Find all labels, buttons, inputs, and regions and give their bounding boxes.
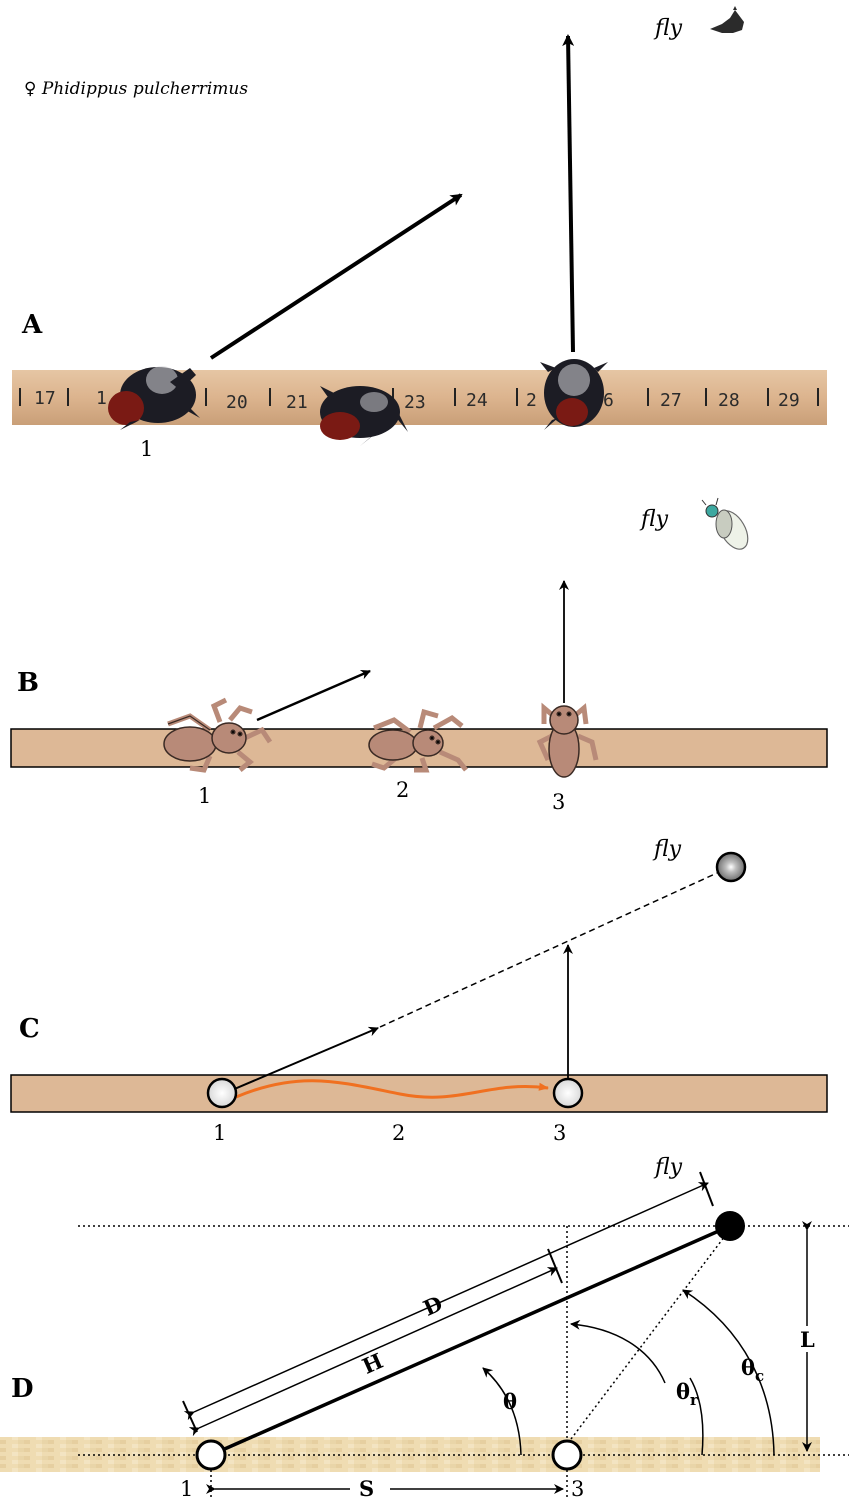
position-1-label: 1	[213, 1121, 226, 1145]
position-3-label: 3	[571, 1477, 584, 1499]
angle-arc-theta-r	[571, 1324, 665, 1383]
jump-direction-arrow-1	[211, 195, 461, 358]
ruler-mark: 27	[660, 390, 682, 411]
species-label: ♀ Phidippus pulcherrimus	[24, 79, 248, 99]
label-D: D	[419, 1291, 446, 1321]
panel-d: D fly D H θ θr	[0, 1155, 849, 1499]
position-2-label: 2	[392, 1121, 405, 1145]
panel-d-label: D	[11, 1374, 34, 1404]
dowel-c	[11, 1075, 827, 1112]
dimension-D	[194, 1183, 708, 1412]
spider-position-3	[554, 1079, 582, 1107]
label-L: L	[800, 1327, 815, 1352]
ruler-mark: 2	[526, 390, 537, 411]
label-S: S	[359, 1476, 374, 1499]
jump-direction-arrow-b1	[257, 671, 370, 720]
spider-point-3	[553, 1441, 581, 1469]
label-H: H	[358, 1348, 386, 1379]
ruler-mark: 20	[226, 392, 248, 413]
fly-label-b: fly	[639, 507, 669, 532]
line-of-sight-to-fly	[380, 873, 717, 1027]
label-theta-c: θc	[741, 1355, 764, 1385]
line-1-to-fly	[211, 1226, 730, 1455]
fly-label-a: fly	[653, 16, 683, 41]
ruler-mark: 6	[603, 390, 614, 411]
ruler-mark: 1	[96, 388, 107, 409]
panel-a-label: A	[21, 310, 43, 340]
dim-cap-right	[700, 1172, 713, 1206]
position-3-label: 3	[553, 1121, 566, 1145]
fly-label-d: fly	[653, 1155, 683, 1180]
panel-c-label: C	[19, 1014, 40, 1044]
fly-position-point	[715, 1211, 745, 1241]
position-3-label: 3	[552, 790, 565, 814]
ruler-mark: 28	[718, 390, 740, 411]
ruler-mark: 21	[286, 392, 308, 413]
position-1-label: 1	[140, 437, 153, 461]
label-theta: θ	[503, 1389, 517, 1414]
label-theta-r: θr	[676, 1379, 699, 1409]
spider-point-1	[197, 1441, 225, 1469]
panel-a: A ♀ Phidippus pulcherrimus fly 17 1 20 2…	[12, 6, 827, 461]
fly-cartoon-icon	[702, 498, 754, 554]
panel-c: C fly 1 2 3	[11, 837, 827, 1145]
jump-direction-arrow-3	[568, 36, 573, 352]
spider-position-1	[208, 1079, 236, 1107]
ruler-mark: 29	[778, 390, 800, 411]
position-1-label: 1	[198, 784, 211, 808]
ruler-mark: 24	[466, 390, 488, 411]
ruler-mark: 23	[404, 392, 426, 413]
fly-position-marker	[717, 853, 745, 881]
ruler-mark: 17	[34, 388, 56, 409]
panel-b: B fly	[11, 498, 827, 814]
fly-photo-icon	[710, 6, 744, 33]
panel-b-label: B	[17, 668, 39, 698]
position-1-label: 1	[180, 1477, 193, 1499]
fly-label-c: fly	[652, 837, 682, 862]
dim-cap-left	[183, 1401, 197, 1432]
position-2-label: 2	[396, 778, 409, 802]
